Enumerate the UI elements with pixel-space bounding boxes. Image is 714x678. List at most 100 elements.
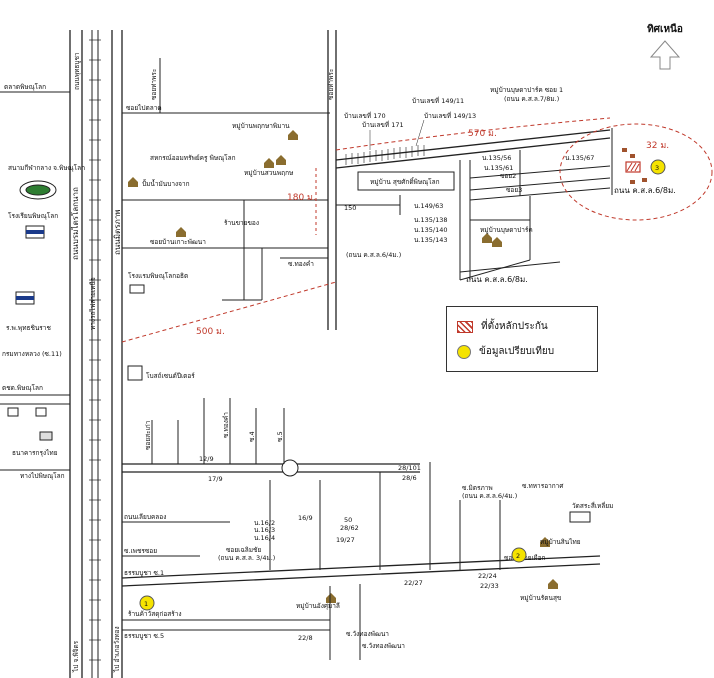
legend-site-label: ที่ตั้งหลักประกัน [481, 321, 548, 332]
soi-wang: ซ.วังทองพัฒนา [346, 630, 389, 638]
soi-dharma5: ธรรมบูชา ซ.5 [124, 632, 164, 640]
railway-label: ทางรถไฟสายเหนือ [89, 277, 97, 330]
n16-4: น.16/4 [254, 534, 275, 542]
legend-comparable: ข้อมูลเปรียบเทียบ [457, 344, 554, 359]
village-7: หมู่บ้านรัตนสุข [520, 594, 561, 602]
n22-8: 22/8 [298, 634, 313, 642]
soi-keau-label: ซอยบ้านเกาะพัฒนา [150, 238, 206, 246]
stadium-icon [19, 180, 57, 200]
n135-61: น.135/61 [484, 164, 513, 172]
highway-main [69, 30, 123, 678]
c50: 50 [344, 516, 352, 524]
to-city-label: ทางไปพิษณุโลก [20, 472, 65, 480]
flag-icon-2 [15, 291, 35, 305]
distance-32: 32 ม. [646, 141, 669, 151]
highway-top-label: ถนนพุทธบูชา [73, 52, 81, 90]
n135-138: น.135/138 [414, 216, 448, 224]
temple-2: วัดสระสี่เหลี่ยม [572, 501, 613, 510]
n16-9: 16/9 [298, 514, 313, 522]
church-label-2: โบสถ์เซนต์ปีเตอร์ [146, 372, 195, 380]
subject-circle [559, 123, 713, 221]
n22-33: 22/33 [480, 582, 499, 590]
place-gas: ร้านขายของ [224, 219, 259, 227]
distance-180: 180 ม. [287, 193, 316, 203]
map-legend: ที่ตั้งหลักประกัน ข้อมูลเปรียบเทียบ [446, 306, 598, 372]
soi-road-label: ถนนเลียบคลอง [124, 513, 166, 521]
soi-shop-label: ซ.เพชรซอย [124, 547, 157, 555]
church-label: ปั้มน้ำมันบางจาก [142, 179, 190, 188]
yellow-dot-icon [457, 344, 471, 359]
office-label: สหกรณ์ออมทรัพย์ครู พิษณุโลก [150, 154, 236, 162]
n149-63: น.149/63 [414, 202, 443, 210]
soi2-label: ซอย2 [500, 172, 516, 180]
n150: 150 [344, 204, 356, 212]
road-right-label: ถนน ค.ส.ล.6/8ม. [614, 186, 676, 195]
place-stadium: สนามกีฬากลาง จ.พิษณุโลก [8, 164, 85, 172]
factory-icon [129, 284, 145, 294]
n135-140: น.135/140 [414, 226, 448, 234]
village-2: หมู่บ้านสวนพฤกษ [244, 169, 294, 177]
soi-market-label: ซอยไปตลาด [126, 104, 162, 112]
railway [89, 30, 101, 678]
n135-143: น.135/143 [414, 236, 448, 244]
site-hatching [626, 162, 640, 172]
village-house-icons [128, 130, 558, 603]
n22-24: 22/24 [478, 572, 497, 580]
place-hospital: ร.พ.พุทธชินราช [6, 324, 51, 332]
marker-1-label: 1 [144, 600, 148, 608]
road-kh2: (ถนน ค.ส.ล. 3/4ม.) [218, 554, 275, 562]
place-police: ตชด.พิษณุโลก [2, 384, 43, 392]
house-170: บ้านเลขที่ 170 [344, 111, 386, 120]
road-kh-label: (ถนน ค.ส.ล.6/4ม.) [346, 251, 401, 259]
highway-down-label-2: ไป อำเภอวังทอง [113, 626, 121, 673]
north-label: ทิศเหนือ [647, 24, 683, 35]
road-kh3: (ถนน ค.ส.ล.6/4ม.) [462, 492, 517, 500]
village-4: หมู่บ้าน สุขศักดิ์พิษณุโลก [370, 177, 440, 186]
highway-b-label: ถนนมิตรภาพ [113, 209, 122, 255]
n28-101: 28/101 [398, 464, 421, 472]
n17-9: 17/9 [208, 475, 223, 483]
soi-dharma: ธรรมบูชา ซ.1 [124, 569, 164, 577]
place-market: ตลาดพิษณุโลก [4, 83, 46, 91]
road-bottom-label: ถนน ค.ส.ล.6/8ม. [466, 275, 528, 284]
legend-site: ที่ตั้งหลักประกัน [457, 319, 548, 334]
marker-1 [139, 595, 155, 611]
n135-67: น.135/67 [565, 154, 594, 162]
highway-a-label: ถนนบรมไตรโลกนาถ [70, 187, 80, 260]
flag-icon [25, 225, 45, 239]
road-vertical-label: ซอยท่าพระ [327, 69, 335, 100]
village-1: หมู่บ้านพฤกษาพิมาน [232, 122, 290, 130]
soi-4-south: ซ.4 [248, 431, 256, 442]
highway-down-label: ไป จ.พิจิตร [72, 640, 80, 673]
house-149-11: บ้านเลขที่ 149/11 [412, 96, 464, 105]
soi-3-south: ซ.ทองคำ [222, 412, 230, 438]
n19-27: 19/27 [336, 536, 355, 544]
roundabout [281, 459, 299, 477]
soi1-hatching [345, 145, 425, 165]
north-arrow-icon [649, 40, 681, 70]
marker-3-label: 3 [655, 164, 659, 172]
soi-mit: ซ.มิตรภาพ [462, 484, 493, 492]
marker-2 [511, 547, 527, 563]
soi-1-south: ซอยสะเก่า [144, 420, 152, 450]
house-149-13: บ้านเลขที่ 149/13 [424, 111, 476, 120]
marker-2-label: 2 [516, 552, 520, 560]
place-school: โรงเรียนพิษณุโลก [8, 212, 58, 220]
building-icon [39, 431, 53, 441]
n135-56: น.135/56 [482, 154, 511, 162]
soi-wang2: ซ.วังทองพัฒนา [362, 642, 405, 650]
village-5: หมู่บ้านสินไทย [540, 538, 581, 546]
n16-2: น.16/2 [254, 519, 275, 527]
n28-6: 28/6 [402, 474, 417, 482]
distance-570: 570 ม. [468, 129, 497, 139]
n16-3: น.16/3 [254, 526, 275, 534]
place-factory: โรงแรมพิษณุโลกอธิต [128, 272, 188, 280]
house-171: บ้านเลขที่ 171 [362, 120, 404, 129]
house-dots [622, 148, 647, 184]
village-6: หมู่บ้านอังศุมาลี [296, 602, 340, 610]
place-land-office: กรมทางหลวง (ซ.11) [2, 350, 62, 358]
legend-comparable-label: ข้อมูลเปรียบเทียบ [479, 346, 555, 357]
soi-5-south: ซ.5 [276, 431, 284, 442]
soi-b-label: ซ.ทองคำ [288, 260, 314, 268]
